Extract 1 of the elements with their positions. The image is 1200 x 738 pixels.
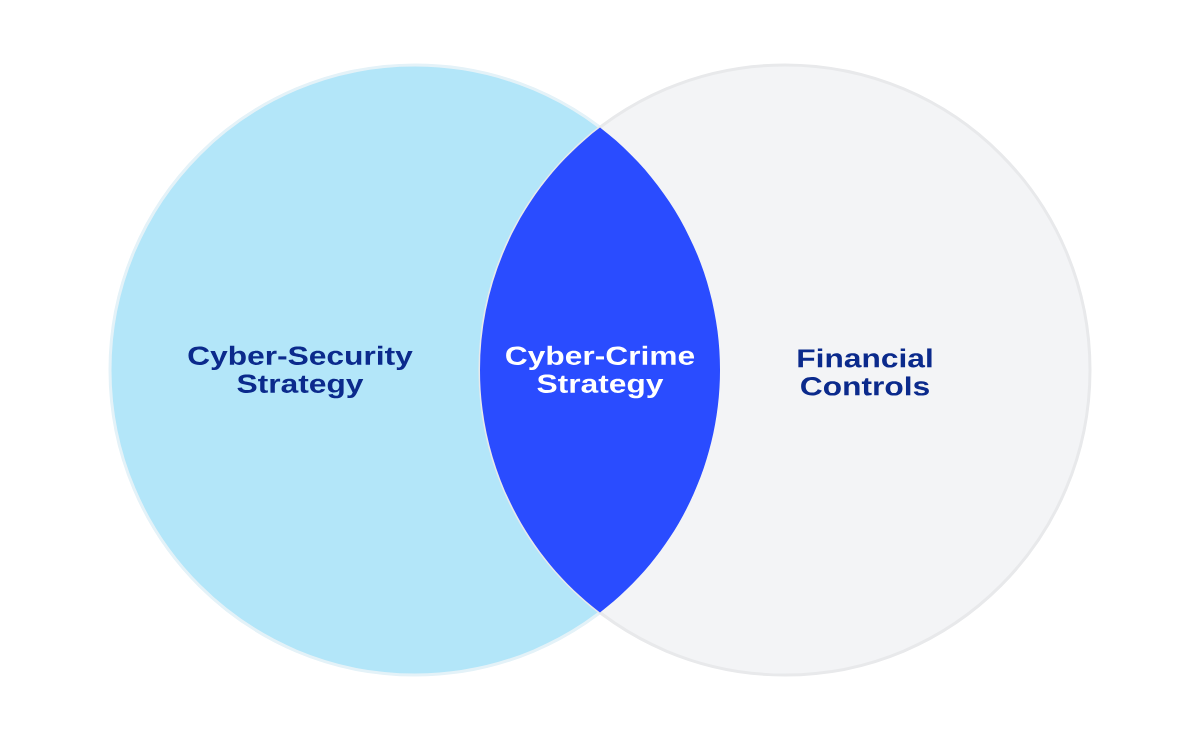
venn-overlap: Cyber-Crime Strategy: [480, 127, 720, 613]
